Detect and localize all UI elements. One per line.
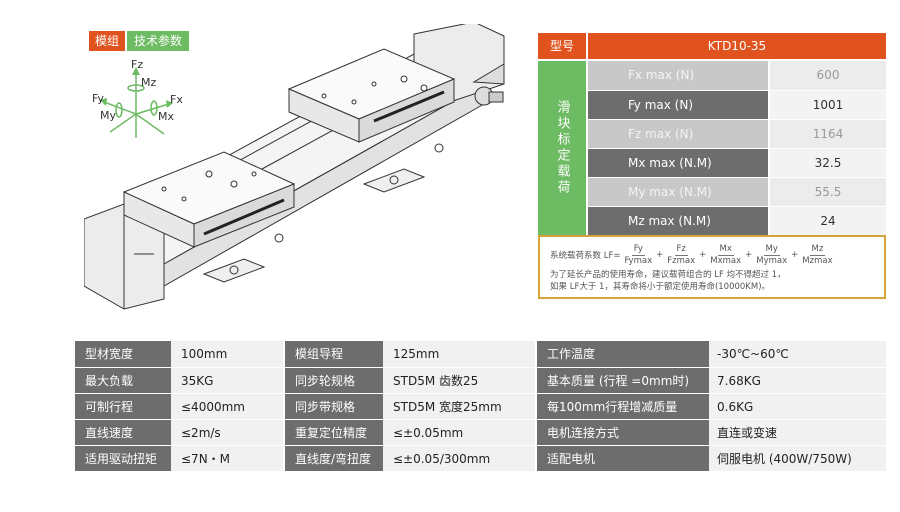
table-row: 直线速度 ≤2m/s 重复定位精度 ≤±0.05mm 电机连接方式 直连或变速 (75, 419, 886, 445)
mz-label: Mz (141, 76, 157, 89)
spec-key: Mz max (N.M) (588, 207, 768, 235)
param-key: 可制行程 (75, 394, 171, 419)
table-row: 可制行程 ≤4000mm 同步带规格 STD5M 宽度25mm 每100mm行程… (75, 393, 886, 419)
param-key: 同步带规格 (285, 394, 383, 419)
param-key: 适配电机 (537, 446, 709, 471)
fx-label: Fx (170, 93, 183, 106)
axis-arrows-icon (100, 67, 173, 138)
param-value: 100mm (171, 341, 283, 367)
param-value: 35KG (171, 368, 283, 393)
parameter-table: 型材宽度 100mm 模组导程 125mm 工作温度 -30℃~60℃ 最大负载… (75, 341, 886, 471)
plus-sign: + (699, 250, 707, 260)
spec-value: 24 (770, 207, 886, 235)
table-row: Fz max (N) 1164 (588, 119, 886, 148)
param-value: ≤±0.05mm (383, 420, 535, 445)
formula-note-1: 为了延长产品的使用寿命，建议载荷组合的 LF 均不得超过 1， (550, 270, 786, 280)
table-row: Fy max (N) 1001 (588, 90, 886, 119)
spec-key: Mx max (N.M) (588, 149, 768, 177)
spec-value: 1164 (770, 120, 886, 148)
param-key: 适用驱动扭矩 (75, 446, 171, 471)
plus-sign: + (656, 250, 664, 260)
force-axis-diagram: Fz Mz Fy Fx My Mx (84, 58, 194, 148)
param-key: 基本质量 (行程 =0mm时) (537, 368, 709, 393)
param-key: 工作温度 (537, 341, 709, 367)
table-row: My max (N.M) 55.5 (588, 177, 886, 206)
param-value: 7.68KG (709, 368, 886, 393)
tech-params-tag: 技术参数 (127, 31, 189, 51)
model-header-label: 型号 (538, 33, 586, 59)
spec-value: 1001 (770, 91, 886, 119)
param-key: 直线度/弯扭度 (285, 446, 383, 471)
param-key: 每100mm行程增减质量 (537, 394, 709, 419)
model-value: KTD10-35 (588, 33, 886, 59)
table-row: 型材宽度 100mm 模组导程 125mm 工作温度 -30℃~60℃ (75, 341, 886, 367)
table-row: Mx max (N.M) 32.5 (588, 148, 886, 177)
my-label: My (100, 109, 117, 122)
param-key: 型材宽度 (75, 341, 171, 367)
param-value: -30℃~60℃ (709, 341, 886, 367)
param-value: STD5M 齿数25 (383, 368, 535, 393)
spec-key: My max (N.M) (588, 178, 768, 206)
param-value: 0.6KG (709, 394, 886, 419)
table-row: 适用驱动扭矩 ≤7N・M 直线度/弯扭度 ≤±0.05/300mm 适配电机 伺… (75, 445, 886, 471)
spec-value: 55.5 (770, 178, 886, 206)
spec-key: Fz max (N) (588, 120, 768, 148)
table-row: Mz max (N.M) 24 (588, 206, 886, 235)
param-value: ≤4000mm (171, 394, 283, 419)
param-value: STD5M 宽度25mm (383, 394, 535, 419)
param-value: 伺服电机 (400W/750W) (709, 446, 886, 471)
param-key: 直线速度 (75, 420, 171, 445)
param-value: ≤±0.05/300mm (383, 446, 535, 471)
spec-value: 600 (770, 61, 886, 90)
spec-value: 32.5 (770, 149, 886, 177)
param-value: 直连或变速 (709, 420, 886, 445)
slider-rated-load-label: 滑块标定载荷 (538, 61, 586, 235)
spec-key: Fx max (N) (588, 61, 768, 90)
linear-module-illustration (84, 24, 505, 310)
param-value: ≤2m/s (171, 420, 283, 445)
param-value: 125mm (383, 341, 535, 367)
param-key: 重复定位精度 (285, 420, 383, 445)
param-key: 最大负载 (75, 368, 171, 393)
load-spec-table: 型号 KTD10-35 滑块标定载荷 Fx max (N) 600 Fy max… (538, 33, 886, 235)
fy-label: Fy (92, 92, 104, 105)
param-key: 模组导程 (285, 341, 383, 367)
module-tag: 模组 (89, 31, 125, 51)
plus-sign: + (745, 250, 753, 260)
param-key: 电机连接方式 (537, 420, 709, 445)
formula-note-2: 如果 LF大于 1，其寿命将小于额定使用寿命(10000KM)。 (550, 282, 771, 292)
param-value: ≤7N・M (171, 446, 283, 471)
plus-sign: + (791, 250, 799, 260)
spec-key: Fy max (N) (588, 91, 768, 119)
mx-label: Mx (158, 110, 175, 123)
fz-label: Fz (131, 58, 144, 71)
formula-prefix: 系统载荷系数 LF= (550, 251, 621, 261)
table-row: 最大负载 35KG 同步轮规格 STD5M 齿数25 基本质量 (行程 =0mm… (75, 367, 886, 393)
param-key: 同步轮规格 (285, 368, 383, 393)
table-row: Fx max (N) 600 (588, 61, 886, 90)
